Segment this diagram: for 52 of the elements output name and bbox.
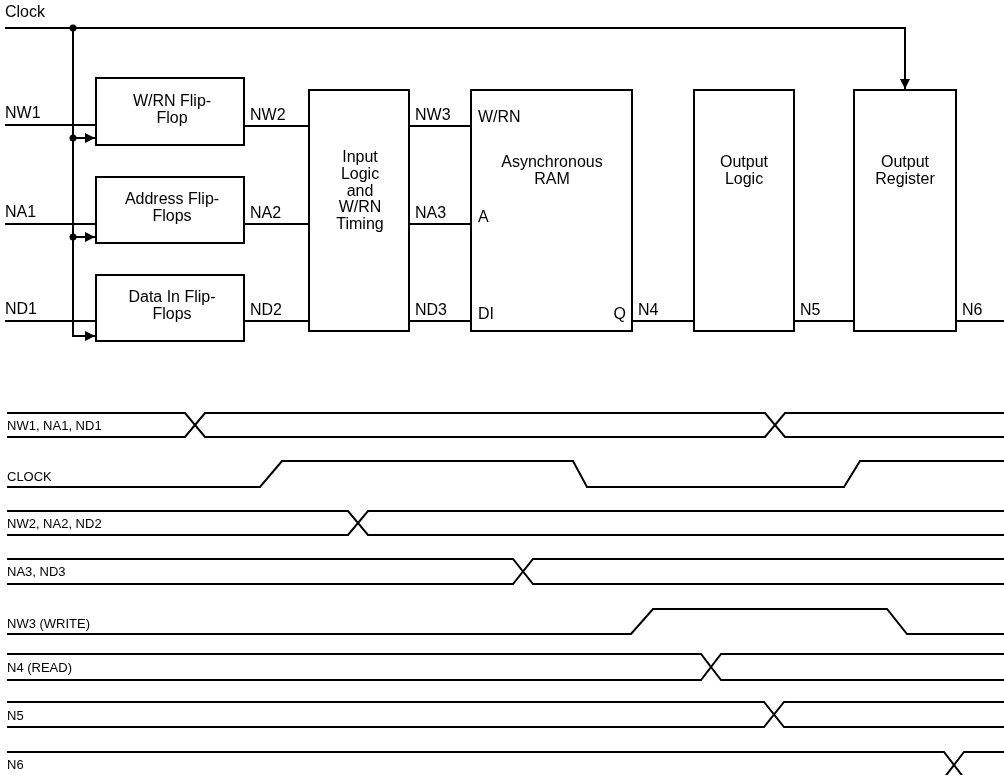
clock-arrow [66, 27, 910, 90]
block-label: Input Logic and W/RN Timing [335, 149, 385, 233]
port-label: DI [478, 306, 495, 323]
block-label: Output Register [874, 154, 936, 188]
signal-label: NW3 (WRITE) [7, 617, 91, 630]
wire-label: N4 [638, 302, 659, 318]
signal-wire [244, 223, 309, 225]
block-label: Output Logic [719, 154, 769, 188]
wire-label: ND2 [250, 302, 282, 318]
logic-block [470, 89, 633, 332]
signal-label: N5 [7, 709, 24, 722]
signal-wire [244, 125, 309, 127]
logic-block [95, 176, 245, 244]
signal-wire [794, 320, 854, 322]
signal-label: N4 (READ) [7, 661, 72, 674]
logic-block [693, 89, 795, 332]
signal-wire [244, 320, 309, 322]
wire-label: N6 [962, 302, 983, 318]
signal-wire [66, 124, 96, 126]
signal-label: NW1, NA1, ND1 [7, 419, 102, 432]
logic-block [95, 274, 245, 342]
wire-label: N5 [800, 302, 821, 318]
signal-wire [409, 320, 471, 322]
signal-wire [66, 223, 96, 225]
port-label: A [478, 209, 490, 226]
signal-wire [956, 320, 1004, 322]
signal-name: ND1 [5, 299, 67, 322]
block-label: W/RN Flip-Flop [131, 93, 213, 127]
wire-label: NA3 [415, 205, 447, 221]
signal-label: CLOCK [7, 470, 52, 483]
wire-label: NA2 [250, 205, 282, 221]
wire-label: NW2 [250, 107, 286, 123]
signal-name: NW1 [5, 103, 67, 126]
wire-label: NW3 [415, 107, 451, 123]
block-label: Asynchronous RAM [500, 154, 604, 188]
signal-label: NW2, NA2, ND2 [7, 517, 102, 530]
port-label: W/RN [478, 109, 522, 126]
signal-wire [409, 125, 471, 127]
signal-label: N6 [7, 758, 24, 771]
signal-wire [66, 320, 96, 322]
block-label: Data In Flip-Flops [127, 289, 217, 323]
logic-block [308, 89, 410, 332]
signal-label: NA3, ND3 [7, 565, 66, 578]
wire-label: ND3 [415, 302, 447, 318]
block-label: Address Flip-Flops [123, 191, 221, 225]
signal-name: Clock [5, 4, 67, 29]
port-label: Q [612, 306, 626, 323]
logic-block [853, 89, 957, 332]
logic-block [95, 77, 245, 146]
signal-name: NA1 [5, 202, 67, 225]
signal-wire [632, 320, 694, 322]
signal-wire [409, 223, 471, 225]
